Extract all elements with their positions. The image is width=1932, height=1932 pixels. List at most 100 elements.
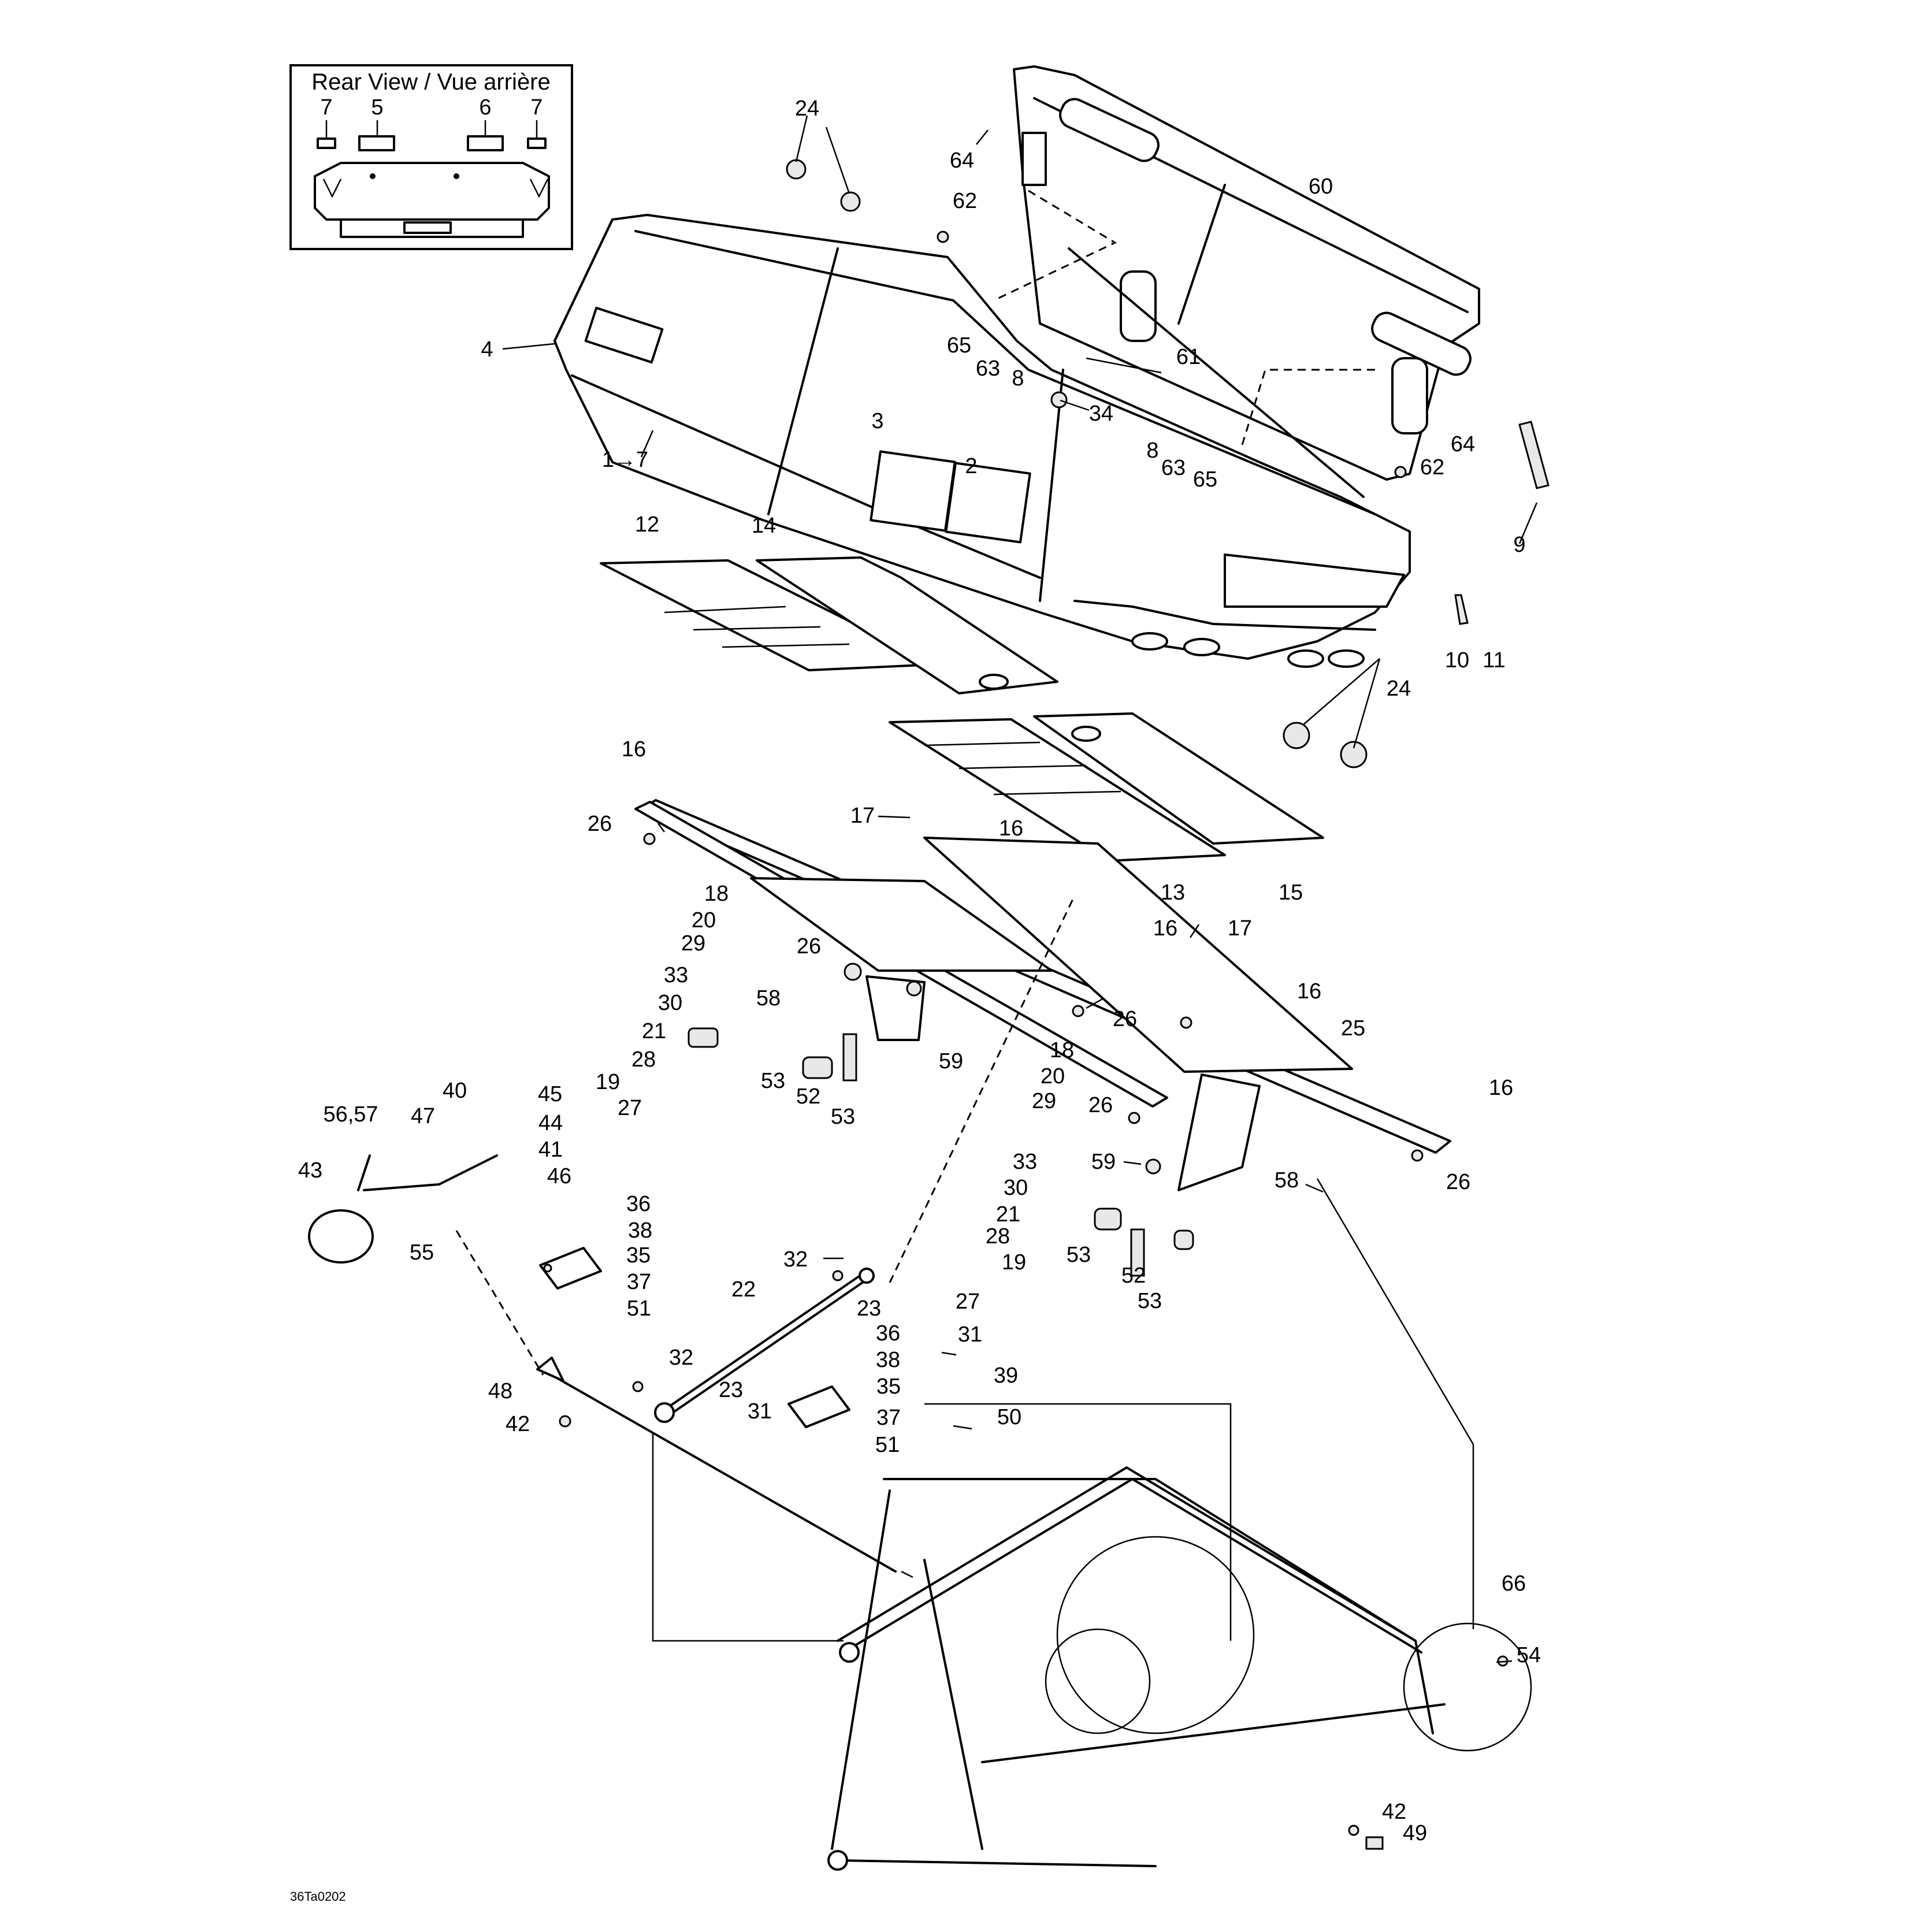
cargo-box (553, 214, 1411, 668)
callout: 53 (831, 1105, 855, 1129)
callout: 11 (1483, 648, 1505, 673)
callout: 8 (1012, 366, 1024, 391)
callout: 12 (635, 512, 659, 537)
callout: 29 (1032, 1089, 1056, 1113)
callout: 51 (627, 1296, 651, 1321)
callout: 33 (1013, 1150, 1037, 1174)
callout: 24 (795, 96, 819, 121)
callout: 37 (876, 1406, 901, 1430)
callout: 21 (996, 1202, 1020, 1227)
callout: 62 (953, 189, 977, 213)
callout: 26 (1113, 1007, 1137, 1031)
callout: 18 (704, 882, 729, 906)
callout: 16 (1489, 1076, 1513, 1100)
callout: 53 (1067, 1243, 1091, 1267)
callout: 20 (692, 908, 716, 932)
callout: 38 (876, 1348, 900, 1372)
callout: 65 (1193, 467, 1217, 492)
callout: 4 (481, 337, 493, 362)
callout: 30 (658, 991, 682, 1015)
callout: 47 (411, 1104, 435, 1128)
callout: 66 (1502, 1571, 1526, 1596)
callout: 46 (547, 1164, 571, 1188)
callout: 39 (994, 1363, 1018, 1388)
handle-rod (308, 1154, 498, 1264)
callout: 50 (997, 1405, 1021, 1429)
vehicle-frame (827, 1466, 1532, 1871)
callout: 28 (986, 1224, 1010, 1249)
leader-lines (502, 115, 1538, 1663)
callout: 31 (748, 1399, 772, 1424)
callout: 26 (588, 812, 612, 836)
callout: 41 (538, 1138, 563, 1162)
rear-view-inset: Rear View / Vue arrière 7 5 6 7 (289, 64, 573, 250)
callout: 58 (756, 986, 781, 1010)
callout-labels: 24 64 62 60 65 63 8 61 34 8 63 65 64 62 … (298, 96, 1541, 1845)
callout: 2 (965, 454, 977, 478)
callout: 33 (664, 963, 688, 987)
callout: 61 (1176, 345, 1201, 369)
callout: 43 (298, 1158, 322, 1183)
rack-frame (634, 799, 1451, 1191)
callout: 40 (443, 1079, 467, 1103)
callout: 54 (1517, 1643, 1541, 1667)
callout: 24 (1387, 677, 1411, 701)
inset-title: Rear View / Vue arrière (311, 69, 551, 95)
drawing-code: 36Ta0202 (290, 1889, 346, 1904)
callout: 44 (538, 1111, 563, 1135)
callout: 9 (1513, 533, 1525, 557)
callout: 51 (875, 1433, 900, 1457)
callout: 18 (1050, 1038, 1074, 1062)
callout: 45 (538, 1082, 562, 1106)
callout: 63 (1161, 456, 1186, 480)
callout: 21 (642, 1019, 666, 1043)
decals (600, 556, 1324, 862)
callout: 26 (1088, 1093, 1113, 1117)
callout: 64 (1451, 432, 1475, 456)
callout: 60 (1309, 174, 1333, 199)
callout: 31 (958, 1322, 982, 1347)
callout: 16 (1153, 916, 1177, 941)
callout: 20 (1041, 1064, 1065, 1088)
callout: 14 (752, 514, 776, 538)
long-rod (551, 1374, 897, 1573)
callout: 23 (719, 1378, 743, 1402)
callout: 16 (1297, 979, 1321, 1004)
callout: 55 (410, 1240, 434, 1265)
callout: 32 (783, 1247, 808, 1272)
callout: 22 (731, 1277, 756, 1302)
callout: 59 (939, 1049, 963, 1073)
callout: 38 (628, 1218, 652, 1243)
callout: 32 (669, 1346, 693, 1370)
callout: 3 (871, 409, 883, 433)
callout: 52 (796, 1084, 820, 1109)
callout: 56,57 (323, 1102, 378, 1127)
callout: 42 (506, 1412, 530, 1436)
callout: 42 (1382, 1800, 1406, 1824)
callout: 35 (876, 1374, 901, 1399)
callout: 36 (626, 1192, 651, 1216)
callout: 23 (857, 1296, 881, 1321)
callout: 1→7 (602, 448, 648, 472)
callout: 30 (1004, 1176, 1028, 1200)
callout: 37 (627, 1270, 651, 1294)
callout: 19 (1002, 1250, 1026, 1275)
callout: 17 (850, 804, 875, 828)
callout: 48 (488, 1379, 512, 1403)
callout: 27 (618, 1096, 642, 1120)
callout: 53 (1138, 1289, 1162, 1313)
hardware (543, 159, 1550, 1850)
callout: 29 (681, 931, 705, 956)
callout: 59 (1091, 1150, 1116, 1174)
callout: 28 (631, 1047, 656, 1072)
callout: 65 (947, 333, 971, 358)
callout: 16 (999, 816, 1023, 841)
callout: 10 (1445, 648, 1469, 673)
callout: 52 (1121, 1264, 1146, 1288)
inset-label: 7 (320, 95, 332, 120)
inset-label: 5 (371, 95, 383, 120)
callout: 36 (876, 1321, 900, 1346)
callout: 35 (626, 1243, 651, 1268)
callout: 19 (596, 1070, 620, 1094)
